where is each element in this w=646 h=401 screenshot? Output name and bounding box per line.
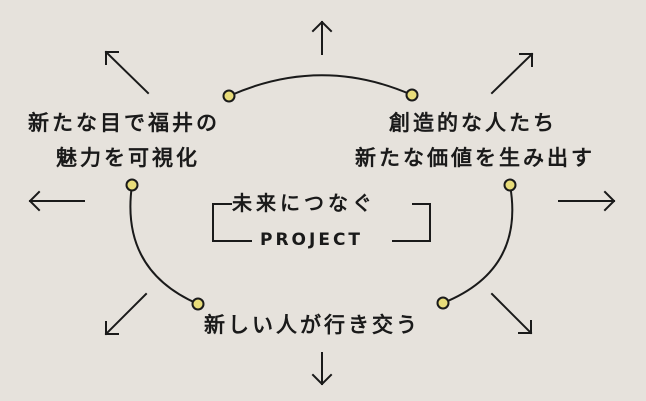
arrow-up-icon: [311, 20, 333, 55]
arrow-up-left-icon: [104, 50, 150, 95]
arrow-down-right-icon: [490, 292, 533, 335]
bracket-left: [212, 203, 252, 242]
curve-right: [442, 184, 514, 304]
center-title: 未来につなぐ: [232, 191, 376, 215]
node-bottom-right: [436, 296, 450, 310]
label-top-right-line1: 創造的な人たち: [389, 111, 557, 135]
node-top-left: [222, 89, 236, 103]
node-left: [125, 178, 139, 192]
arrow-right-icon: [558, 190, 616, 212]
arrow-down-icon: [311, 352, 333, 386]
center-subtitle: PROJECT: [260, 230, 364, 250]
curve-top: [228, 74, 413, 97]
node-bottom-left: [191, 297, 205, 311]
arrow-up-right-icon: [490, 52, 534, 95]
label-top-right-line2: 新たな価値を生み出す: [355, 146, 595, 170]
arrow-down-left-icon: [104, 292, 148, 336]
label-top-left-line1: 新たな目で福井の: [28, 111, 220, 135]
node-top-right: [405, 88, 419, 102]
curve-left: [129, 184, 199, 305]
label-bottom: 新しい人が行き交う: [204, 313, 420, 337]
arrow-left-icon: [28, 190, 85, 212]
node-right: [503, 178, 517, 192]
label-top-left-line2: 魅力を可視化: [56, 146, 200, 170]
bracket-right: [392, 203, 431, 242]
